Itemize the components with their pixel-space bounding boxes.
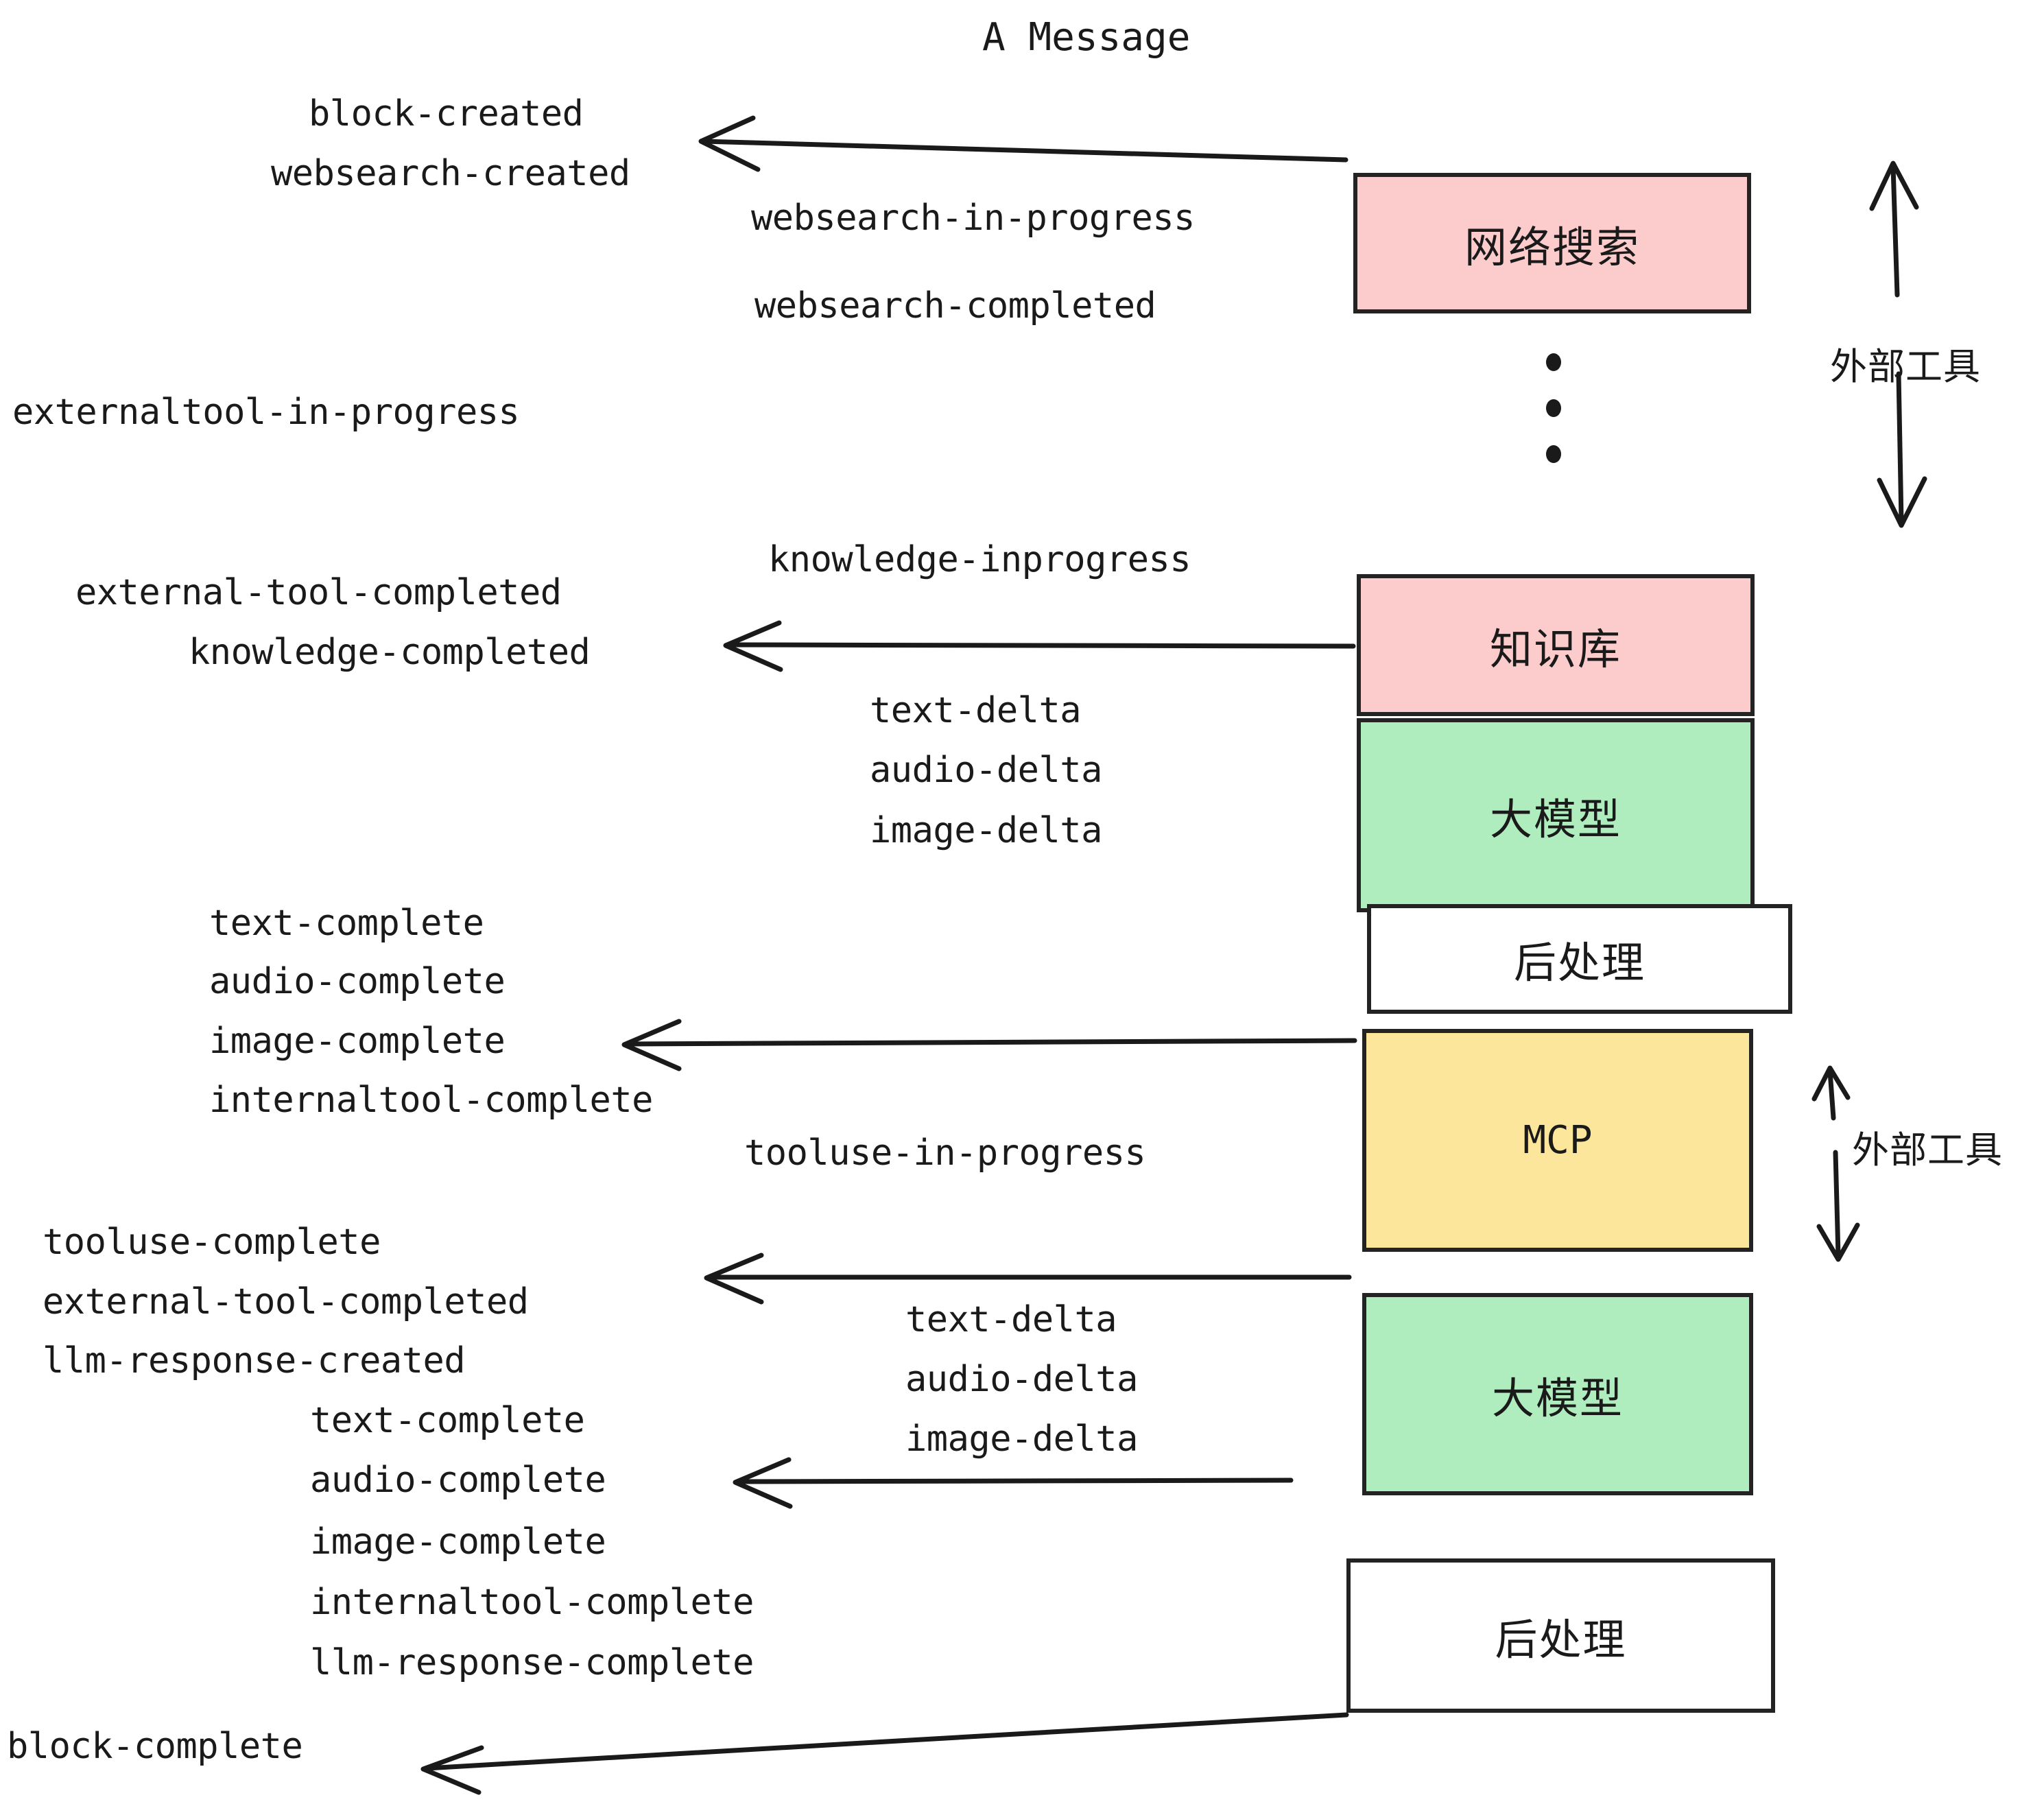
node-llm-bottom-label: 大模型 bbox=[1491, 1373, 1624, 1423]
event-external-tool-completed-2: external-tool-completed bbox=[43, 1281, 529, 1322]
node-llm-bottom[interactable]: 大模型 bbox=[1362, 1293, 1753, 1495]
event-externaltool-in-progress: externaltool-in-progress bbox=[12, 392, 520, 433]
vertical-ellipsis-icon bbox=[1546, 353, 1561, 463]
event-image-complete-1: image-complete bbox=[209, 1021, 506, 1062]
event-text-delta-2: text-delta bbox=[905, 1299, 1117, 1340]
event-websearch-created: websearch-created bbox=[271, 153, 630, 194]
node-websearch-label: 网络搜索 bbox=[1464, 222, 1640, 272]
node-llm-top-label: 大模型 bbox=[1489, 794, 1621, 844]
event-websearch-completed: websearch-completed bbox=[754, 285, 1156, 327]
event-llm-response-created: llm-response-created bbox=[43, 1340, 466, 1381]
event-tooluse-in-progress: tooluse-in-progress bbox=[744, 1132, 1146, 1174]
node-knowledge[interactable]: 知识库 bbox=[1357, 574, 1755, 716]
event-external-tool-completed-1: external-tool-completed bbox=[75, 572, 562, 613]
node-post-processing-top-label: 后处理 bbox=[1513, 938, 1645, 988]
arrow-knowledge-to-completed bbox=[723, 620, 1356, 672]
event-knowledge-completed: knowledge-completed bbox=[189, 632, 591, 673]
event-audio-complete-2: audio-complete bbox=[310, 1460, 606, 1501]
event-text-delta-1: text-delta bbox=[870, 690, 1082, 731]
arrow-post-top-to-image-complete bbox=[621, 1019, 1357, 1071]
event-text-complete-1: text-complete bbox=[209, 903, 484, 944]
side-label-external-tools-lower: 外部工具 bbox=[1852, 1128, 2003, 1172]
event-audio-complete-1: audio-complete bbox=[209, 961, 506, 1002]
event-internaltool-complete-1: internaltool-complete bbox=[209, 1080, 653, 1121]
event-block-complete: block-complete bbox=[7, 1726, 303, 1767]
arrow-post-bottom-to-block-complete bbox=[420, 1712, 1349, 1795]
side-label-external-tools-upper: 外部工具 bbox=[1830, 345, 1981, 388]
arrow-websearch-to-created bbox=[698, 115, 1348, 172]
arrow-mcp-to-tooluse-complete bbox=[704, 1253, 1352, 1305]
node-post-processing-bottom[interactable]: 后处理 bbox=[1346, 1558, 1775, 1713]
node-mcp-label: MCP bbox=[1523, 1118, 1593, 1163]
event-audio-delta-2: audio-delta bbox=[905, 1359, 1138, 1400]
node-post-processing-top[interactable]: 后处理 bbox=[1367, 904, 1792, 1014]
node-llm-top[interactable]: 大模型 bbox=[1357, 718, 1755, 912]
event-knowledge-inprogress: knowledge-inprogress bbox=[768, 539, 1191, 580]
event-websearch-in-progress: websearch-in-progress bbox=[751, 198, 1195, 239]
event-image-delta-2: image-delta bbox=[905, 1419, 1138, 1460]
arrow-llm-bottom-to-audio-complete bbox=[733, 1457, 1294, 1509]
node-post-processing-bottom-label: 后处理 bbox=[1495, 1614, 1627, 1665]
node-mcp[interactable]: MCP bbox=[1362, 1029, 1753, 1252]
event-tooluse-complete: tooluse-complete bbox=[43, 1222, 381, 1263]
event-image-complete-2: image-complete bbox=[310, 1521, 606, 1563]
page-title: A Message bbox=[982, 15, 1191, 60]
node-websearch[interactable]: 网络搜索 bbox=[1353, 173, 1751, 313]
arrow-external-tools-lower bbox=[1811, 1065, 1860, 1262]
event-text-complete-2: text-complete bbox=[310, 1400, 585, 1441]
event-block-created: block-created bbox=[309, 93, 584, 134]
event-audio-delta-1: audio-delta bbox=[870, 750, 1102, 791]
event-image-delta-1: image-delta bbox=[870, 810, 1102, 851]
node-knowledge-label: 知识库 bbox=[1489, 624, 1621, 674]
event-internaltool-complete-2: internaltool-complete bbox=[310, 1582, 754, 1623]
event-llm-response-complete: llm-response-complete bbox=[310, 1642, 754, 1683]
